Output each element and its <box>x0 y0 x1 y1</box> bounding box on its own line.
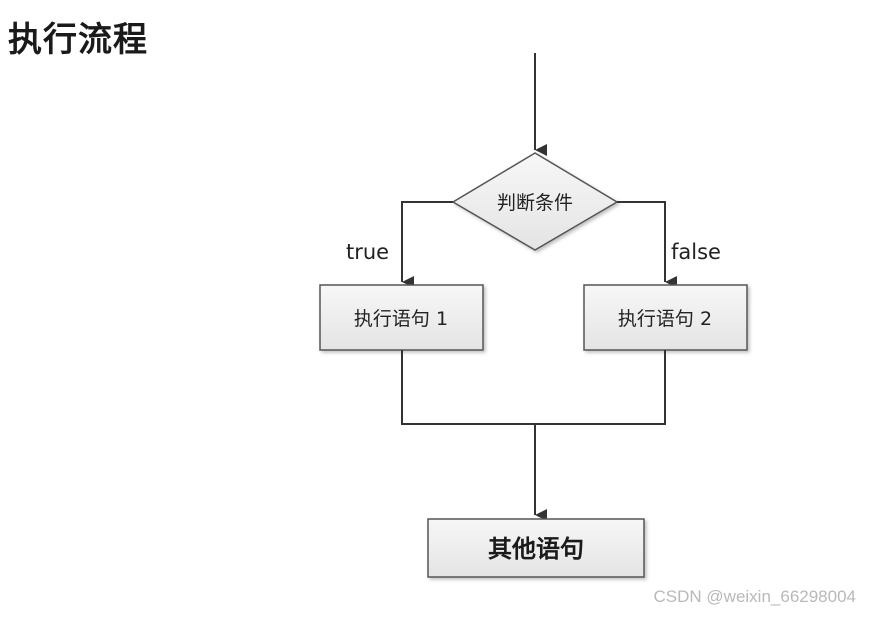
decision-diamond <box>451 152 619 251</box>
other-statement-text: 其他语句 <box>488 535 584 563</box>
page-title: 执行流程 <box>8 20 148 60</box>
statement2-box <box>583 284 748 351</box>
false-label: false <box>671 240 721 264</box>
other-statement-box <box>427 518 645 578</box>
false-branch-connector <box>617 201 677 288</box>
statement2-text: 执行语句 2 <box>618 308 712 330</box>
merge-connector <box>401 350 666 425</box>
decision-text: 判断条件 <box>497 192 573 214</box>
watermark-text: CSDN @weixin_66298004 <box>653 587 856 606</box>
true-label: true <box>346 240 389 264</box>
statement1-text: 执行语句 1 <box>354 308 448 330</box>
true-branch-connector <box>401 201 453 288</box>
